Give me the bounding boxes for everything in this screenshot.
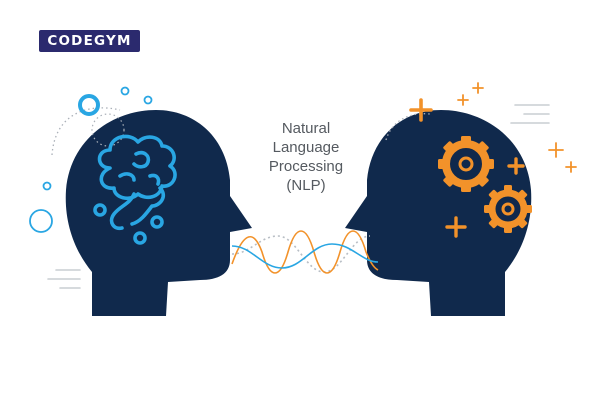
- right-gray-lines: [510, 104, 550, 124]
- deco-circle: [120, 86, 130, 96]
- left-dotted-circle: [91, 113, 125, 147]
- deco-circle: [78, 94, 100, 116]
- logo-text: CODEGYM: [47, 33, 132, 49]
- title-line-4: (NLP): [286, 177, 326, 194]
- title-line-3: Processing: [268, 158, 344, 175]
- left-gray-lines: [47, 269, 81, 289]
- brain-icon: [93, 134, 177, 245]
- deco-circle: [29, 209, 53, 233]
- blue-wave: [231, 243, 379, 269]
- plus-icon: [457, 82, 577, 173]
- deco-circle: [42, 181, 52, 191]
- deco-circle: [143, 95, 153, 105]
- nlp-title: Natural Language Processing (NLP): [246, 119, 366, 195]
- codegym-logo: CODEGYM: [39, 30, 140, 52]
- right-dotted-arc: [385, 113, 431, 141]
- small-gear-icon: [484, 185, 532, 233]
- left-dotted-arc: [51, 107, 121, 156]
- plus-icon: [409, 98, 433, 122]
- large-gear-icon: [438, 136, 494, 192]
- orange-wave: [231, 230, 379, 274]
- plus-icon: [445, 157, 525, 238]
- gears-icon: [438, 136, 532, 233]
- title-line-2: Language: [272, 139, 340, 156]
- dotted-wave: [231, 235, 371, 273]
- wave-lines: [231, 230, 379, 274]
- title-line-1: Natural: [281, 120, 331, 137]
- left-head: [65, 110, 252, 316]
